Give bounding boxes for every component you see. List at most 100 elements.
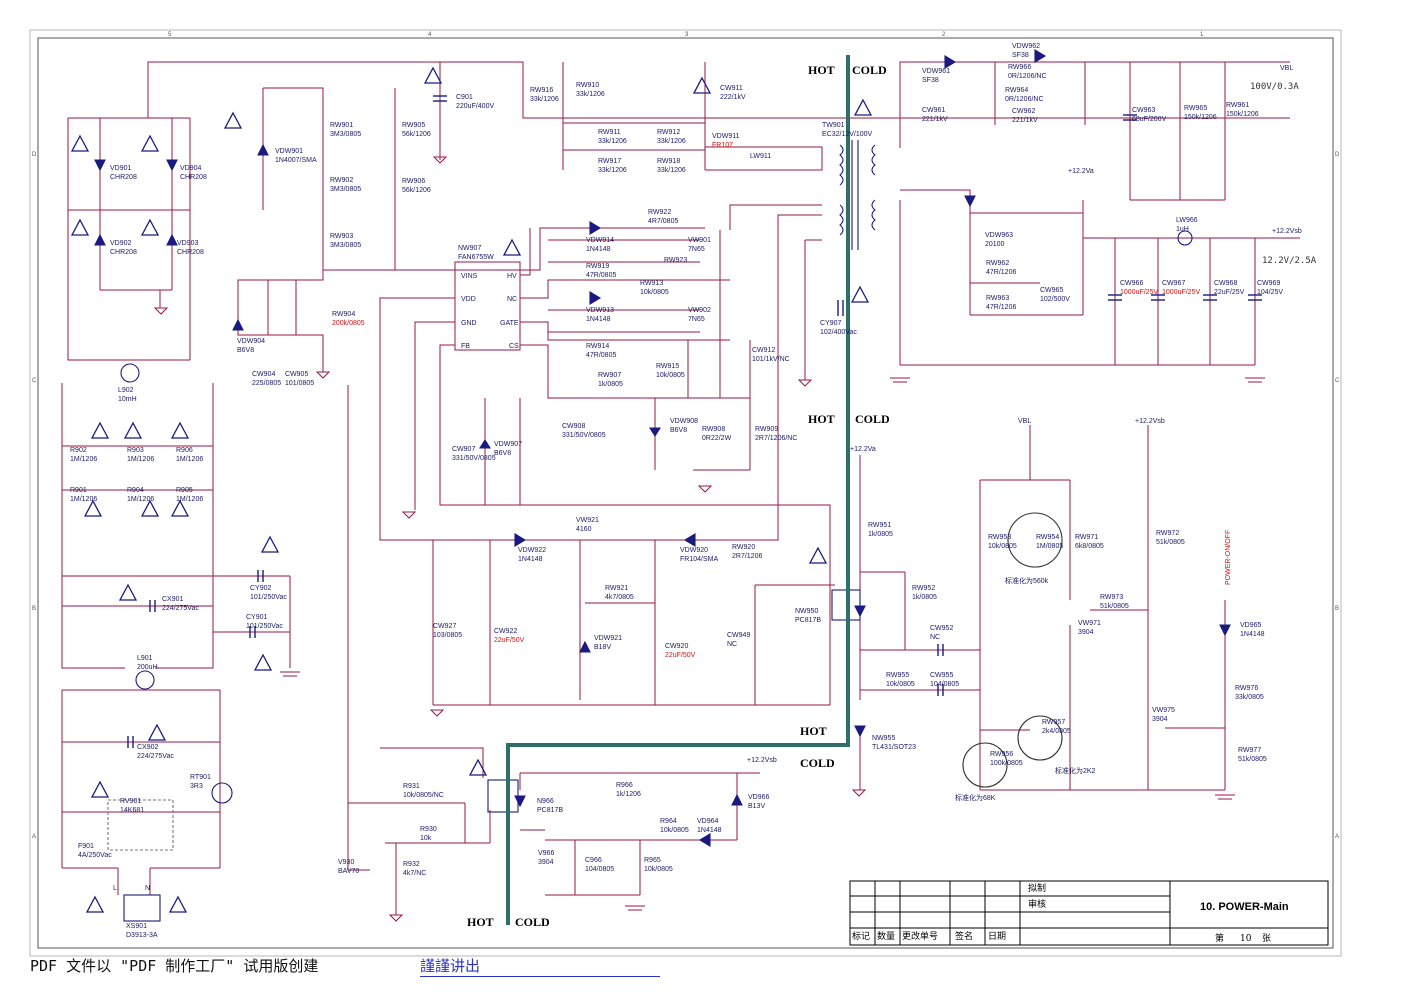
value-vd901: CHR208 (110, 174, 137, 181)
value-cw911: 222/1kV (720, 94, 746, 101)
value-cw967: 1000uF/25V (1162, 289, 1200, 296)
zone-right-c: C (1335, 378, 1340, 384)
value-rw963: 47R/1206 (986, 304, 1016, 311)
label-rw920: RW920 (732, 544, 755, 551)
value-vd904: CHR208 (180, 174, 207, 181)
label-vd901: VD901 (110, 165, 132, 172)
value-r931: 10k/0805/NC (403, 792, 444, 799)
label-vdw911: VDW911 (712, 133, 740, 140)
pin-vdd: VDD (461, 296, 476, 303)
title-draft: 拟制 (1028, 882, 1046, 894)
label-lw911: LW911 (750, 153, 771, 160)
label-cw961: CW961 (922, 107, 945, 114)
value-rw920: 2R7/1206 (732, 553, 762, 560)
value-rw907: 1k/0805 (598, 381, 623, 388)
value-cw962: 221/1kV (1012, 117, 1038, 124)
value-vw975: 3904 (1152, 716, 1168, 723)
label-cw949: CW949 (727, 632, 750, 639)
note-68k: 标准化为68K (955, 793, 996, 802)
page-number: 10 (1240, 934, 1252, 944)
page-prefix: 第 (1215, 932, 1224, 944)
label-rw912: RW912 (657, 129, 680, 136)
label-l902: L902 (118, 387, 134, 394)
zone-left-c: C (32, 378, 37, 384)
label-r932: R932 (403, 861, 420, 868)
col-change: 更改单号 (902, 930, 938, 942)
value-cw963: 68uF/200V (1132, 116, 1167, 123)
label-vd904: VD904 (180, 165, 202, 172)
v12-label-2: +12.2Vsb (1135, 418, 1165, 425)
label-rw952: RW952 (912, 585, 935, 592)
value-rw918: 33k/1206 (657, 167, 686, 174)
value-vdw920: FR104/SMA (680, 556, 718, 563)
value-vdw904: B6V8 (237, 347, 254, 354)
label-v966: V966 (538, 850, 554, 857)
value-tw901: EC32/12V/100V (822, 131, 873, 138)
value-rw957: 2k4/0805 (1042, 728, 1071, 735)
label-rw963: RW963 (986, 295, 1009, 302)
label-rw973: RW973 (1100, 594, 1123, 601)
label-r966: R966 (616, 782, 633, 789)
value-vdw913: 1N4148 (586, 316, 611, 323)
label-vd903: VD903 (177, 240, 199, 247)
label-vdw904: VDW904 (237, 338, 265, 345)
label-r964: R964 (660, 818, 677, 825)
value-rw954: 1M/0805 (1036, 543, 1063, 550)
label-lw966: LW966 (1176, 217, 1198, 224)
label-rw906: RW906 (402, 178, 425, 185)
value-vw971: 3904 (1078, 629, 1094, 636)
value-n966: PC817B (537, 807, 563, 814)
zone-left-a: A (32, 834, 36, 840)
value-vd902: CHR208 (110, 249, 137, 256)
net-labels: VBL 100V/0.3A +12.2Vsb 12.2V/2.5A +12.2V… (113, 65, 1317, 892)
zone-right-a: A (1335, 834, 1339, 840)
value-vd964: 1N4148 (697, 827, 722, 834)
components (94, 49, 1262, 922)
label-v930: V930 (338, 859, 354, 866)
label-r930: R930 (420, 826, 437, 833)
value-rw973: 51k/0805 (1100, 603, 1129, 610)
label-vdw920: VDW920 (680, 547, 708, 554)
value-rw971: 6k8/0805 (1075, 543, 1104, 550)
value-cw966: 1000uF/25V (1120, 289, 1158, 296)
value-rw919: 47R/0805 (586, 272, 616, 279)
v12-output-label: +12.2Vsb (1272, 228, 1302, 235)
value-r902: 1M/1206 (70, 456, 97, 463)
value-r930: 10k (420, 835, 432, 842)
label-rw964: RW964 (1005, 87, 1028, 94)
label-cw969: CW969 (1257, 280, 1280, 287)
label-r901: R901 (70, 487, 87, 494)
value-c901: 220uF/400V (456, 103, 494, 110)
value-rw951: 1k/0805 (868, 531, 893, 538)
value-rv901: 14K681 (120, 807, 144, 814)
value-cw908: 331/50V/0805 (562, 432, 606, 439)
label-rw922: RW922 (648, 209, 671, 216)
label-rw901: RW901 (330, 122, 353, 129)
label-cw922: CW922 (494, 628, 517, 635)
hot-label-3: HOT (800, 724, 827, 738)
value-l901: 200uH (137, 664, 158, 671)
label-vdw901: VDW901 (275, 148, 303, 155)
pin-hv: HV (507, 273, 517, 280)
value-rw956: 100k/0805 (990, 760, 1023, 767)
label-l901: L901 (137, 655, 153, 662)
cold-label-4: COLD (515, 915, 550, 929)
value-cy902: 101/250Vac (250, 594, 287, 601)
zone-markers: 5 4 3 2 1 D C B A D C B A (32, 32, 1340, 840)
value-r932: 4k7/NC (403, 870, 426, 877)
label-rw914: RW914 (586, 343, 609, 350)
v12a-label-2: +12.2Va (850, 446, 876, 453)
col-date: 日期 (988, 931, 1006, 942)
label-rw953: RW953 (988, 534, 1011, 541)
label-cw908: CW908 (562, 423, 585, 430)
value-rw901: 3M3/0805 (330, 131, 361, 138)
label-rw909: RW909 (755, 426, 778, 433)
page-suffix: 张 (1262, 933, 1271, 944)
label-vw971: VW971 (1078, 620, 1101, 627)
label-vd966: VD966 (748, 794, 770, 801)
label-vdw922: VDW922 (518, 547, 546, 554)
pdf-footer-link[interactable]: 謹謹讲出 (420, 955, 660, 977)
label-cw920: CW920 (665, 643, 688, 650)
label-rw965: RW965 (1184, 105, 1207, 112)
